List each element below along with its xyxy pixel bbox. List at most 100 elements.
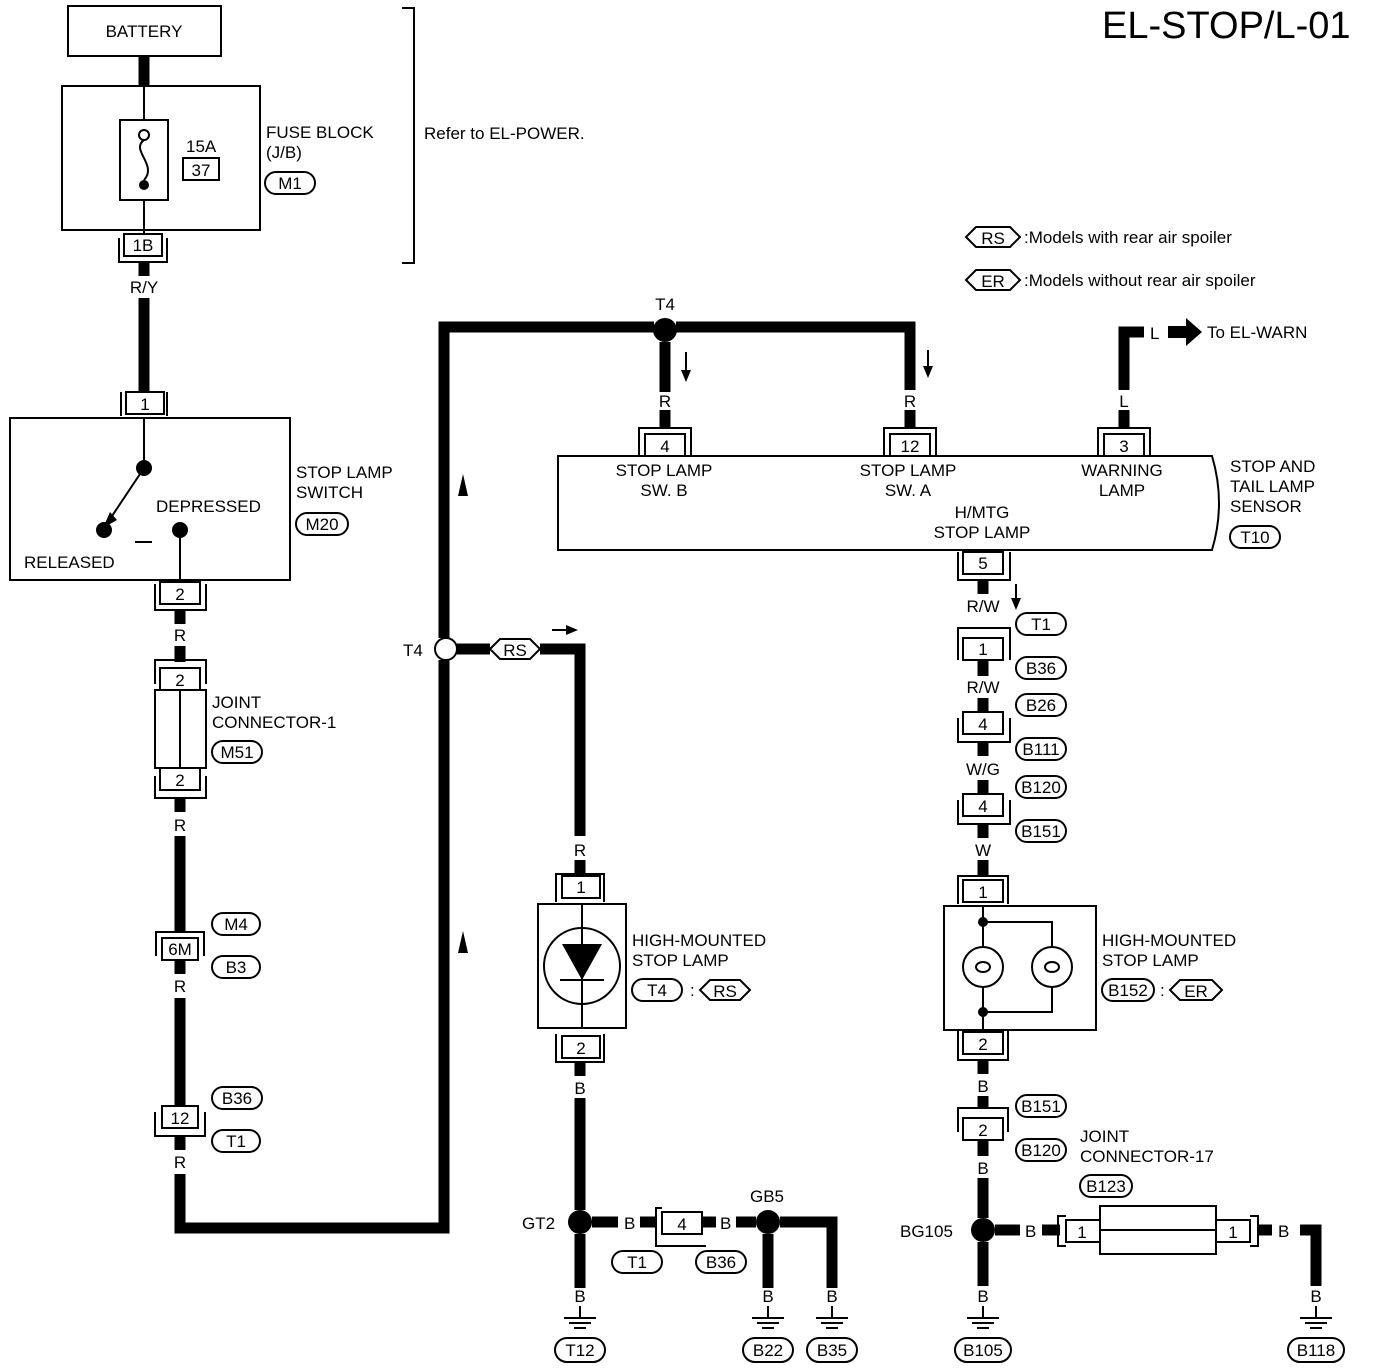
svg-text:12: 12: [171, 1109, 190, 1128]
svg-text:B: B: [1025, 1222, 1036, 1241]
stop-lamp-switch-box: [9, 417, 291, 581]
svg-text::: :: [1160, 981, 1165, 1000]
svg-text:STOP LAMP: STOP LAMP: [616, 461, 713, 480]
ground-t12: T12: [565, 1341, 594, 1360]
svg-text:5: 5: [978, 554, 987, 573]
svg-text:4: 4: [660, 437, 669, 456]
splice-t4: [653, 318, 677, 342]
hmsl-rs-label: HIGH-MOUNTED: [632, 931, 766, 950]
svg-text:R/W: R/W: [966, 597, 999, 616]
splice-bg105: [971, 1218, 995, 1242]
svg-text:B: B: [624, 1214, 635, 1233]
svg-text:RS: RS: [713, 982, 737, 1001]
svg-text:2: 2: [175, 771, 184, 790]
diagram-title: EL-STOP/L-01: [1102, 5, 1351, 47]
ground-b35: B35: [817, 1341, 847, 1360]
sensor-connector: T10: [1240, 528, 1269, 547]
legend-er: :Models without rear air spoiler: [1024, 271, 1256, 290]
svg-text:3: 3: [1119, 437, 1128, 456]
svg-text:SENSOR: SENSOR: [1230, 497, 1302, 516]
battery-label: BATTERY: [106, 22, 183, 41]
svg-text:B: B: [720, 1214, 731, 1233]
legend-rs: :Models with rear air spoiler: [1024, 228, 1232, 247]
fuse-block-label: FUSE BLOCK: [266, 123, 374, 142]
svg-text:2: 2: [978, 1121, 987, 1140]
svg-text:L: L: [1150, 324, 1159, 343]
bulb-icon: [962, 946, 1004, 988]
ground-b118: B118: [1297, 1341, 1335, 1360]
svg-text:W: W: [975, 841, 991, 860]
svg-text:T4: T4: [403, 641, 423, 660]
svg-text:SWITCH: SWITCH: [296, 483, 363, 502]
svg-text:LAMP: LAMP: [1099, 481, 1145, 500]
svg-text:STOP LAMP: STOP LAMP: [860, 461, 957, 480]
svg-text:R: R: [174, 1153, 186, 1172]
svg-text:T1: T1: [627, 1253, 647, 1272]
svg-text:R/W: R/W: [966, 678, 999, 697]
svg-text:4: 4: [978, 797, 987, 816]
svg-text:R: R: [659, 392, 671, 411]
fuse-amp: 15A: [186, 137, 217, 156]
svg-text:CONNECTOR-17: CONNECTOR-17: [1080, 1147, 1214, 1166]
svg-text:L: L: [1119, 392, 1128, 411]
splice-t4-open: [434, 637, 458, 661]
svg-text:B152: B152: [1108, 981, 1148, 1000]
svg-text:B26: B26: [1026, 696, 1056, 715]
svg-text:B: B: [977, 1159, 988, 1178]
ground-b105: B105: [963, 1341, 1003, 1360]
svg-text:B36: B36: [1026, 659, 1056, 678]
refer-note: Refer to EL-POWER.: [424, 124, 585, 143]
svg-text:R: R: [174, 816, 186, 835]
svg-text:ER: ER: [1184, 982, 1208, 1001]
svg-text:B36: B36: [706, 1253, 736, 1272]
svg-text:B120: B120: [1021, 1141, 1061, 1160]
svg-text:M4: M4: [224, 915, 248, 934]
svg-text:RELEASED: RELEASED: [24, 553, 115, 572]
svg-text:B: B: [826, 1287, 837, 1306]
to-el-warn: To EL-WARN: [1207, 323, 1307, 342]
svg-text:SW. A: SW. A: [885, 481, 932, 500]
svg-text:R: R: [174, 977, 186, 996]
svg-text:B: B: [574, 1079, 585, 1098]
svg-text:SW. B: SW. B: [640, 481, 687, 500]
svg-text:B3: B3: [226, 958, 247, 977]
bulb-icon-2: [1031, 946, 1073, 988]
svg-text:B120: B120: [1021, 778, 1061, 797]
svg-text:B: B: [762, 1287, 773, 1306]
hmsl-er-label: HIGH-MOUNTED: [1102, 931, 1236, 950]
svg-text:1: 1: [140, 395, 149, 414]
splice-gb5: [756, 1210, 780, 1234]
joint-connector-1-label: JOINT: [212, 693, 261, 712]
svg-text:B111: B111: [1022, 740, 1059, 759]
svg-text:T4: T4: [655, 295, 675, 314]
svg-text:R: R: [904, 392, 916, 411]
svg-text:RS: RS: [503, 641, 527, 660]
svg-text:BG105: BG105: [900, 1222, 953, 1241]
svg-text:STOP LAMP: STOP LAMP: [632, 951, 729, 970]
svg-text:RS: RS: [981, 229, 1005, 248]
svg-text:2: 2: [175, 585, 184, 604]
stop-lamp-switch-connector: M20: [305, 515, 338, 534]
svg-text:R: R: [574, 841, 586, 860]
svg-text:B123: B123: [1086, 1177, 1126, 1196]
sensor-label: STOP AND: [1230, 457, 1315, 476]
fuse-number: 37: [192, 161, 211, 180]
svg-text:2: 2: [576, 1039, 585, 1058]
svg-text:T1: T1: [226, 1132, 246, 1151]
svg-text:B: B: [574, 1287, 585, 1306]
fuse-block-label-jb: (J/B): [266, 143, 302, 162]
svg-text:4: 4: [978, 715, 987, 734]
arrow-to-warn-icon: [1168, 318, 1202, 346]
svg-text:12: 12: [901, 437, 920, 456]
svg-text:B: B: [977, 1287, 988, 1306]
svg-text:1: 1: [1077, 1223, 1086, 1242]
svg-text:CONNECTOR-1: CONNECTOR-1: [212, 713, 336, 732]
svg-text:1: 1: [978, 883, 987, 902]
svg-text:2: 2: [978, 1035, 987, 1054]
fuse-terminal: [123, 233, 163, 257]
svg-text:T4: T4: [647, 981, 667, 1000]
svg-text:STOP LAMP: STOP LAMP: [1102, 951, 1199, 970]
svg-text:W/G: W/G: [966, 760, 1000, 779]
svg-text::: :: [690, 981, 695, 1000]
